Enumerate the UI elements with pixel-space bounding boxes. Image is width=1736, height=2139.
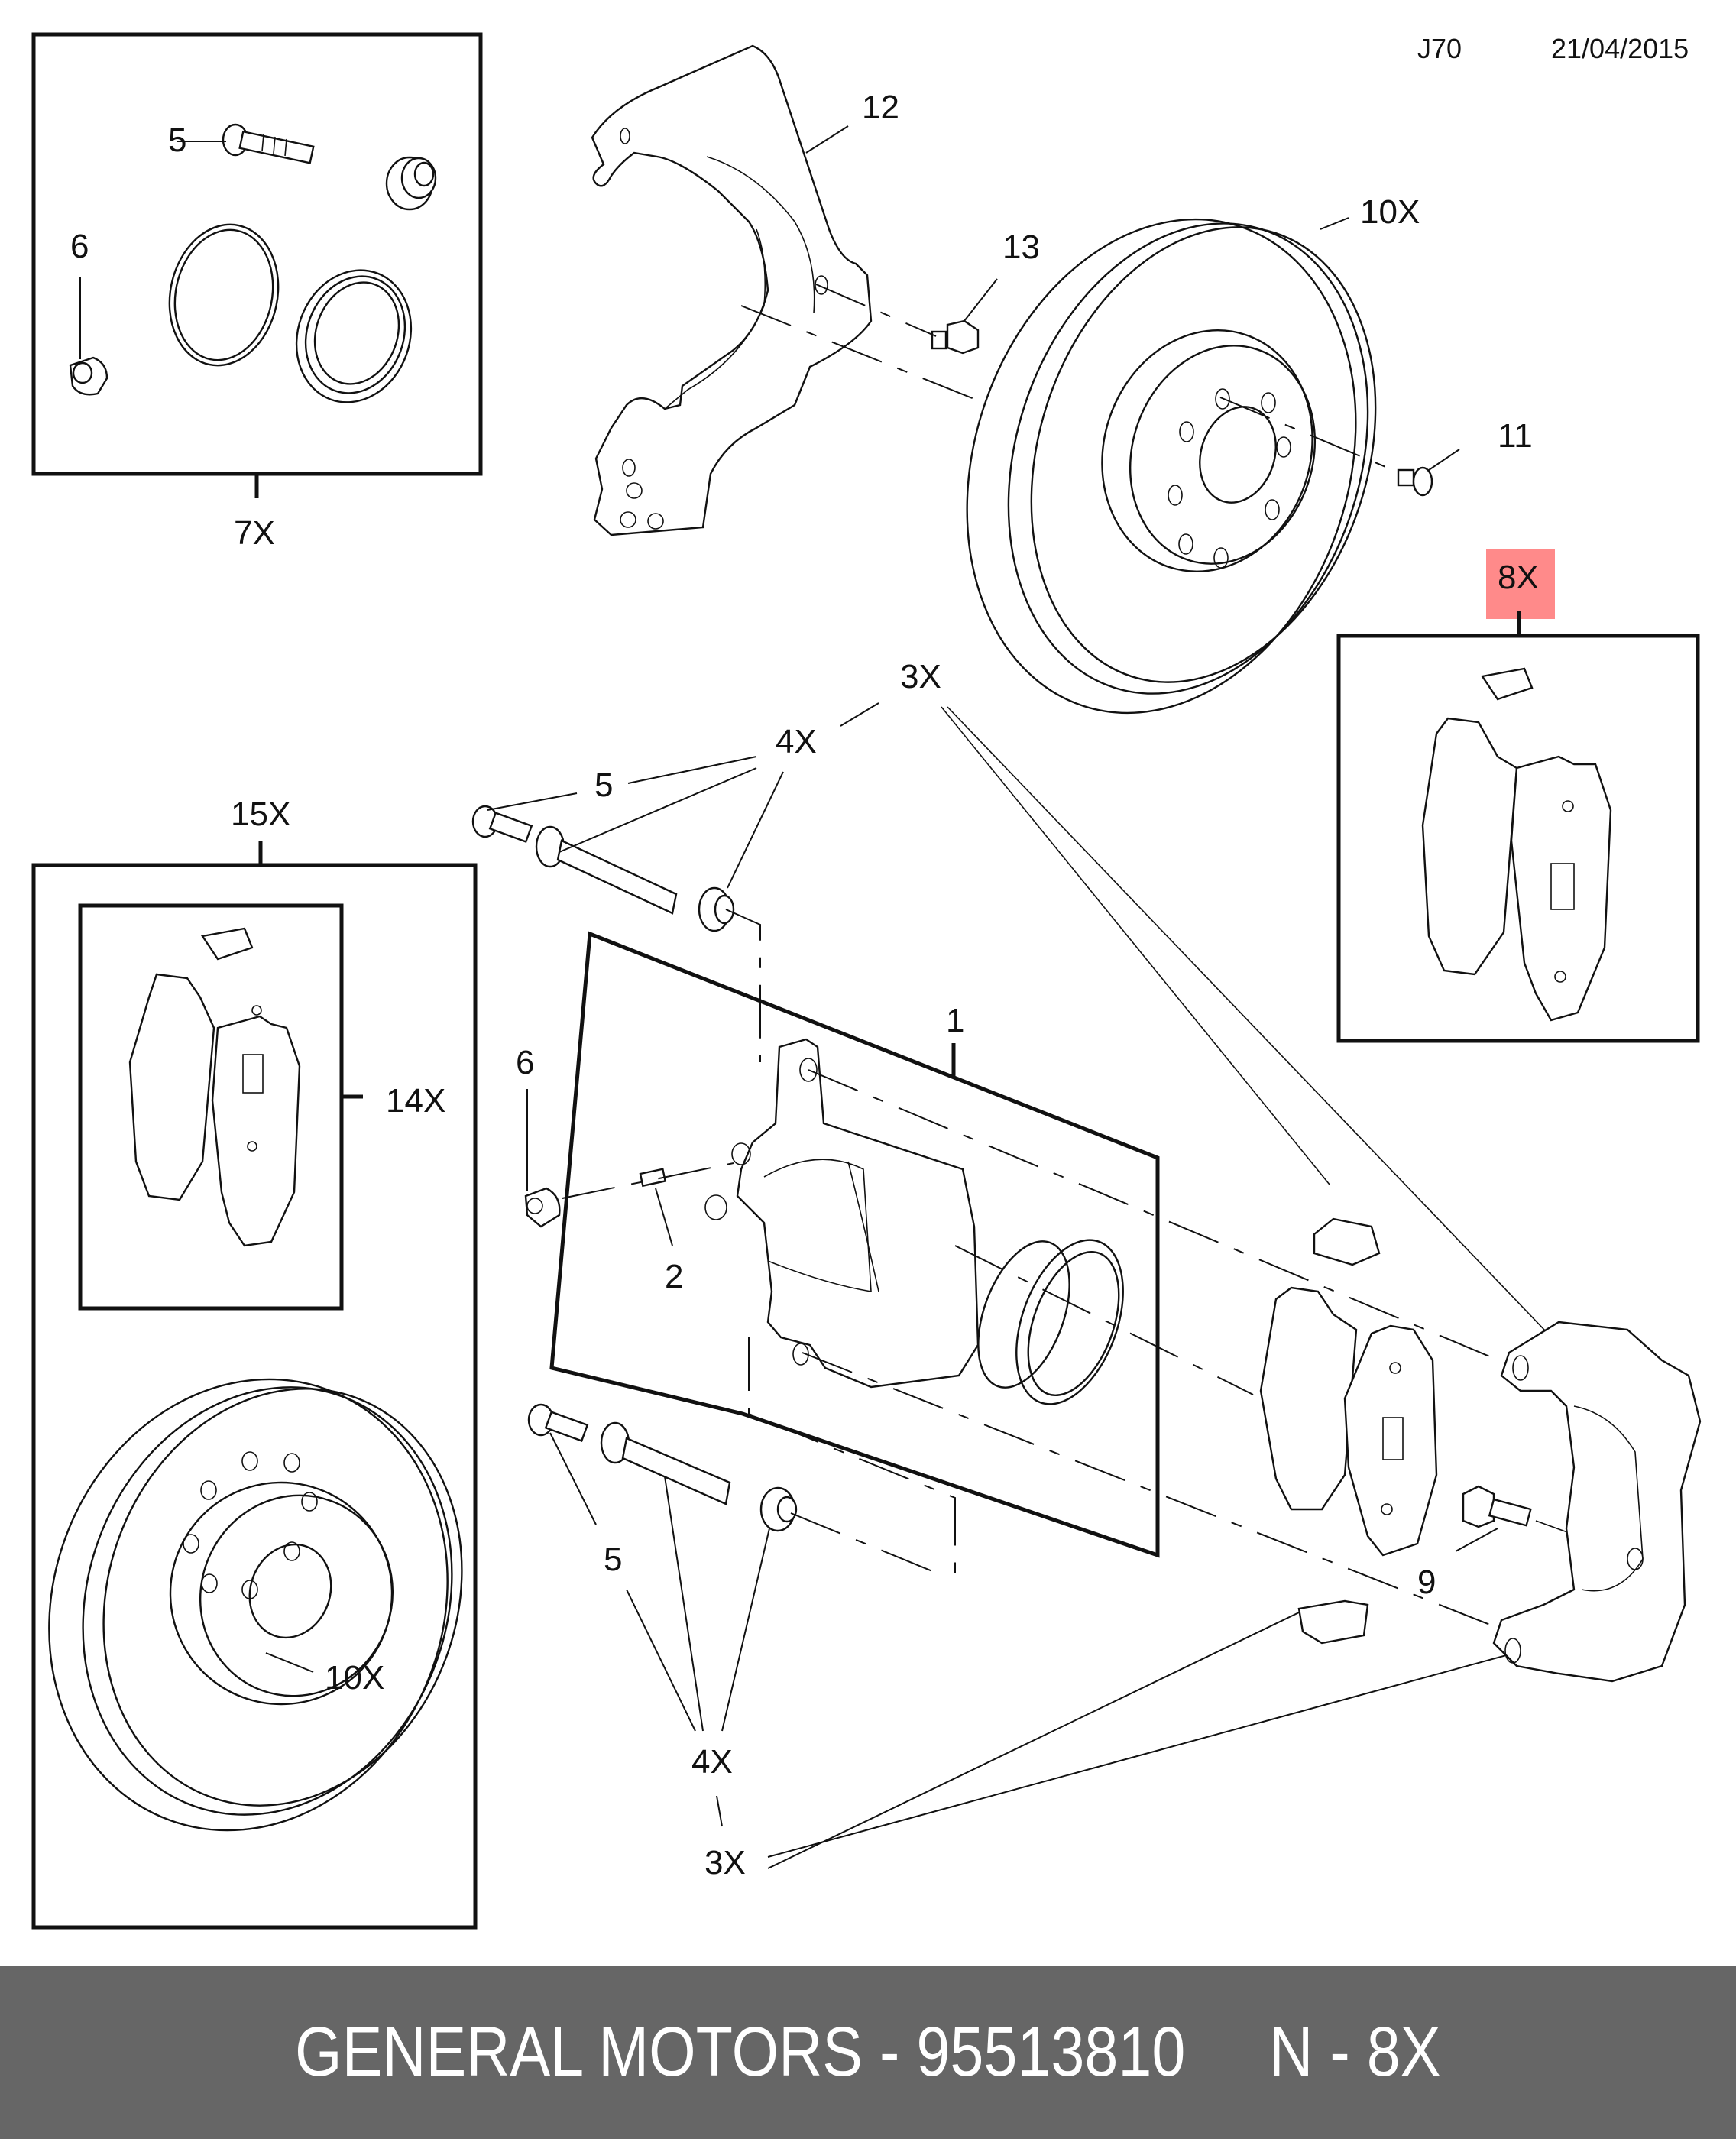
brake-disc-top-icon [966, 218, 1377, 715]
callout-lower-bolt[interactable]: 5 [604, 1541, 622, 1578]
footer-separator: - [863, 2013, 917, 2091]
leader-line [727, 771, 784, 889]
guide-bolt-icon [222, 123, 315, 164]
callout-upper-3x[interactable]: 3X [900, 658, 941, 695]
callout-pads-kit[interactable]: 8X [1498, 559, 1539, 596]
assembly-axis-line [802, 1352, 1498, 1629]
callout-kit-14x[interactable]: 14X [386, 1082, 445, 1120]
lower-guide-pin-icon [527, 1403, 798, 1532]
anti-rattle-clip-top-icon [1313, 1217, 1381, 1266]
kit-8x-box [1336, 634, 1700, 1043]
callout-7x[interactable]: 7X [234, 514, 275, 552]
assembly-axis-line [725, 909, 761, 1062]
leader-line [964, 278, 998, 322]
caliper-piston-icon [977, 1239, 1124, 1405]
assembly-axis-line [748, 1337, 956, 1578]
callout-disc-screw[interactable]: 11 [1498, 417, 1533, 455]
leader-line [627, 756, 757, 784]
assembly-axis-line [562, 1162, 734, 1199]
brake-disc-bottom-icon [48, 1378, 463, 1832]
kit-15x-box [31, 863, 478, 1930]
callout-disc-bottom[interactable]: 10X [325, 1659, 384, 1697]
leader-line [559, 767, 757, 853]
leader-line [1428, 449, 1460, 471]
upper-guide-pin-icon [471, 805, 735, 932]
leader-line [941, 706, 1330, 1185]
brake-caliper-icon [704, 1038, 980, 1389]
leader-line [1455, 1528, 1498, 1552]
leader-line [626, 1589, 696, 1732]
assembly-axis-line [808, 1069, 1517, 1369]
callout-kit-cap[interactable]: 6 [70, 228, 89, 265]
part-note: N - 8X [1269, 2013, 1441, 2091]
footer-bar: GENERAL MOTORS - 95513810 N - 8X [0, 1966, 1736, 2139]
footer-gap [1186, 2013, 1270, 2091]
shield-bolt-icon [931, 319, 980, 355]
leader-line [805, 125, 849, 154]
leader-line [487, 792, 578, 811]
o-ring-seal-icon [168, 223, 280, 367]
caliper-group-frame [549, 931, 1160, 1558]
leader-line [265, 1652, 314, 1673]
leader-line [716, 1795, 723, 1827]
leader-line [549, 1432, 597, 1525]
footer-part-info: GENERAL MOTORS - 95513810 N - 8X [295, 2012, 1440, 2092]
leader-line [947, 706, 1563, 1350]
callout-disc-top[interactable]: 10X [1360, 193, 1420, 231]
callout-bleed-cap[interactable]: 6 [516, 1044, 534, 1081]
brand-name: GENERAL MOTORS [295, 2013, 863, 2091]
guide-bushing-icon [385, 156, 437, 211]
dust-cap-icon [69, 356, 108, 396]
exploded-parts-diagram: J70 21/04/2015 7X 5 [31, 32, 1702, 1930]
part-number: 95513810 [916, 2013, 1186, 2091]
assembly-axis-line [954, 1245, 1254, 1395]
splash-shield-icon [591, 44, 873, 536]
anti-rattle-clip-bottom-icon [1297, 1599, 1369, 1645]
leader-line [767, 1642, 1552, 1858]
callout-upper-bolt[interactable]: 5 [594, 766, 613, 804]
callout-carrier-bolt[interactable]: 9 [1417, 1564, 1436, 1601]
bleed-valve-icon [639, 1168, 667, 1188]
leader-line [721, 1528, 770, 1732]
disc-screw-icon [1397, 466, 1433, 497]
leader-line [840, 702, 879, 727]
assembly-axis-line [790, 1512, 941, 1575]
brake-pads-14x-icon [128, 927, 301, 1247]
callout-kit-bolt[interactable]: 5 [168, 122, 186, 159]
kit-14x-box [78, 903, 344, 1311]
callout-shield-bolt[interactable]: 13 [1002, 228, 1040, 266]
piston-seal-icon [295, 269, 413, 403]
brake-pads-8x-icon [1421, 667, 1612, 1022]
kit-7x-group: 7X 5 [31, 32, 483, 552]
bleed-cap-icon [524, 1187, 561, 1228]
callout-kit-15x[interactable]: 15X [231, 796, 290, 833]
leader-line [655, 1188, 673, 1246]
caliper-carrier-bracket-icon [1492, 1321, 1702, 1683]
leader-line [664, 1476, 704, 1732]
highlight-8x-badge [1486, 549, 1555, 619]
kit-7x-box [31, 32, 483, 476]
callout-shield[interactable]: 12 [862, 89, 899, 126]
assembly-axis-line [740, 305, 986, 404]
diagram-date: 21/04/2015 [1551, 33, 1689, 64]
brake-pads-assembly-icon [1259, 1286, 1438, 1557]
callout-lower-3x[interactable]: 3X [704, 1844, 746, 1881]
leader-line [1320, 217, 1349, 230]
assembly-axis-line [815, 284, 937, 337]
callout-lower-4x[interactable]: 4X [691, 1743, 733, 1781]
carrier-bolt-icon [1462, 1485, 1532, 1528]
leader-line [767, 1612, 1300, 1869]
splash-shield-group [591, 44, 873, 536]
callout-bleed-valve[interactable]: 2 [665, 1258, 683, 1295]
callout-upper-4x[interactable]: 4X [776, 723, 817, 760]
section-code: J70 [1417, 33, 1462, 64]
callout-caliper[interactable]: 1 [946, 1002, 964, 1039]
assembly-axis-line [1219, 397, 1403, 475]
